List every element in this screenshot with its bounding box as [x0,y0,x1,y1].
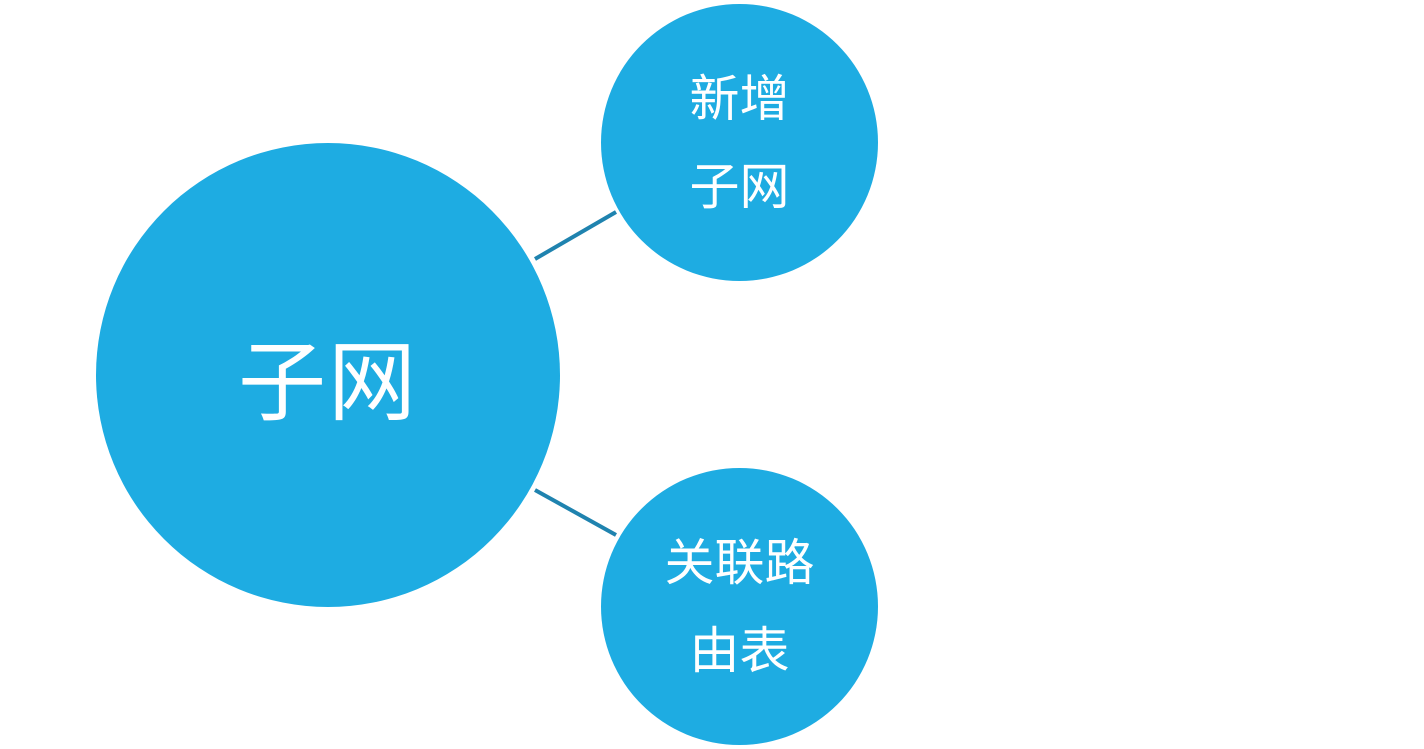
child-node-label-line: 子网 [689,157,790,216]
connector-to-route-table [534,488,617,537]
child-node-add-subnet: 新增 子网 [601,4,878,281]
child-node-label-line: 关联路 [664,533,815,592]
main-node-subnet: 子网 [96,143,560,607]
child-node-associate-route-table: 关联路 由表 [601,468,878,745]
child-node-label-line: 由表 [689,621,790,680]
main-node-label: 子网 [237,330,418,434]
connector-to-add-subnet [533,210,618,261]
child-node-label-line: 新增 [689,69,790,128]
